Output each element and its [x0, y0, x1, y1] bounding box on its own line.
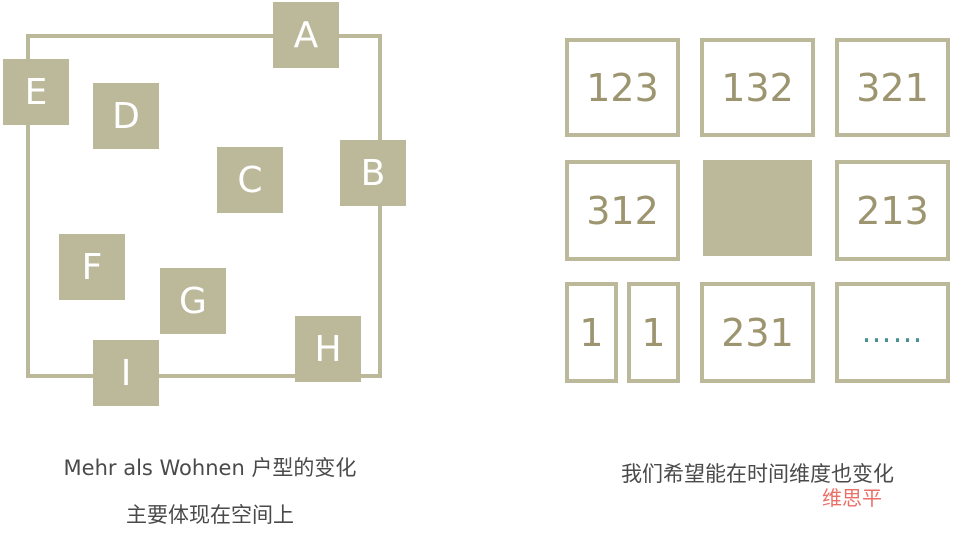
- space-frame: [26, 34, 382, 378]
- cell-321: 321: [835, 38, 950, 137]
- right-caption-line1: 我们希望能在时间维度也变化: [621, 462, 894, 486]
- cell-132: 132: [700, 38, 815, 137]
- cell-ellipsis: ……: [835, 282, 950, 383]
- tile-c: C: [217, 147, 283, 213]
- left-caption-line2: 主要体现在空间上: [126, 503, 294, 527]
- tile-b: B: [340, 140, 406, 206]
- cell-1-left: 1: [565, 282, 618, 383]
- cell-123: 123: [565, 38, 680, 137]
- cell-1-right: 1: [627, 282, 680, 383]
- left-caption-line1: Mehr als Wohnen 户型的变化: [63, 456, 357, 480]
- cell-231: 231: [700, 282, 815, 383]
- tile-i: I: [93, 340, 159, 406]
- tile-g: G: [160, 268, 226, 334]
- tile-e: E: [3, 59, 69, 125]
- tile-a: A: [273, 2, 339, 68]
- ellipsis-text: ……: [861, 315, 924, 350]
- tile-d: D: [93, 83, 159, 149]
- tile-h: H: [295, 316, 361, 382]
- cell-312: 312: [565, 160, 680, 261]
- cell-213: 213: [835, 160, 950, 261]
- tile-f: F: [59, 234, 125, 300]
- cell-empty-filled: [703, 160, 812, 256]
- watermark-logo: 维思平: [822, 486, 882, 510]
